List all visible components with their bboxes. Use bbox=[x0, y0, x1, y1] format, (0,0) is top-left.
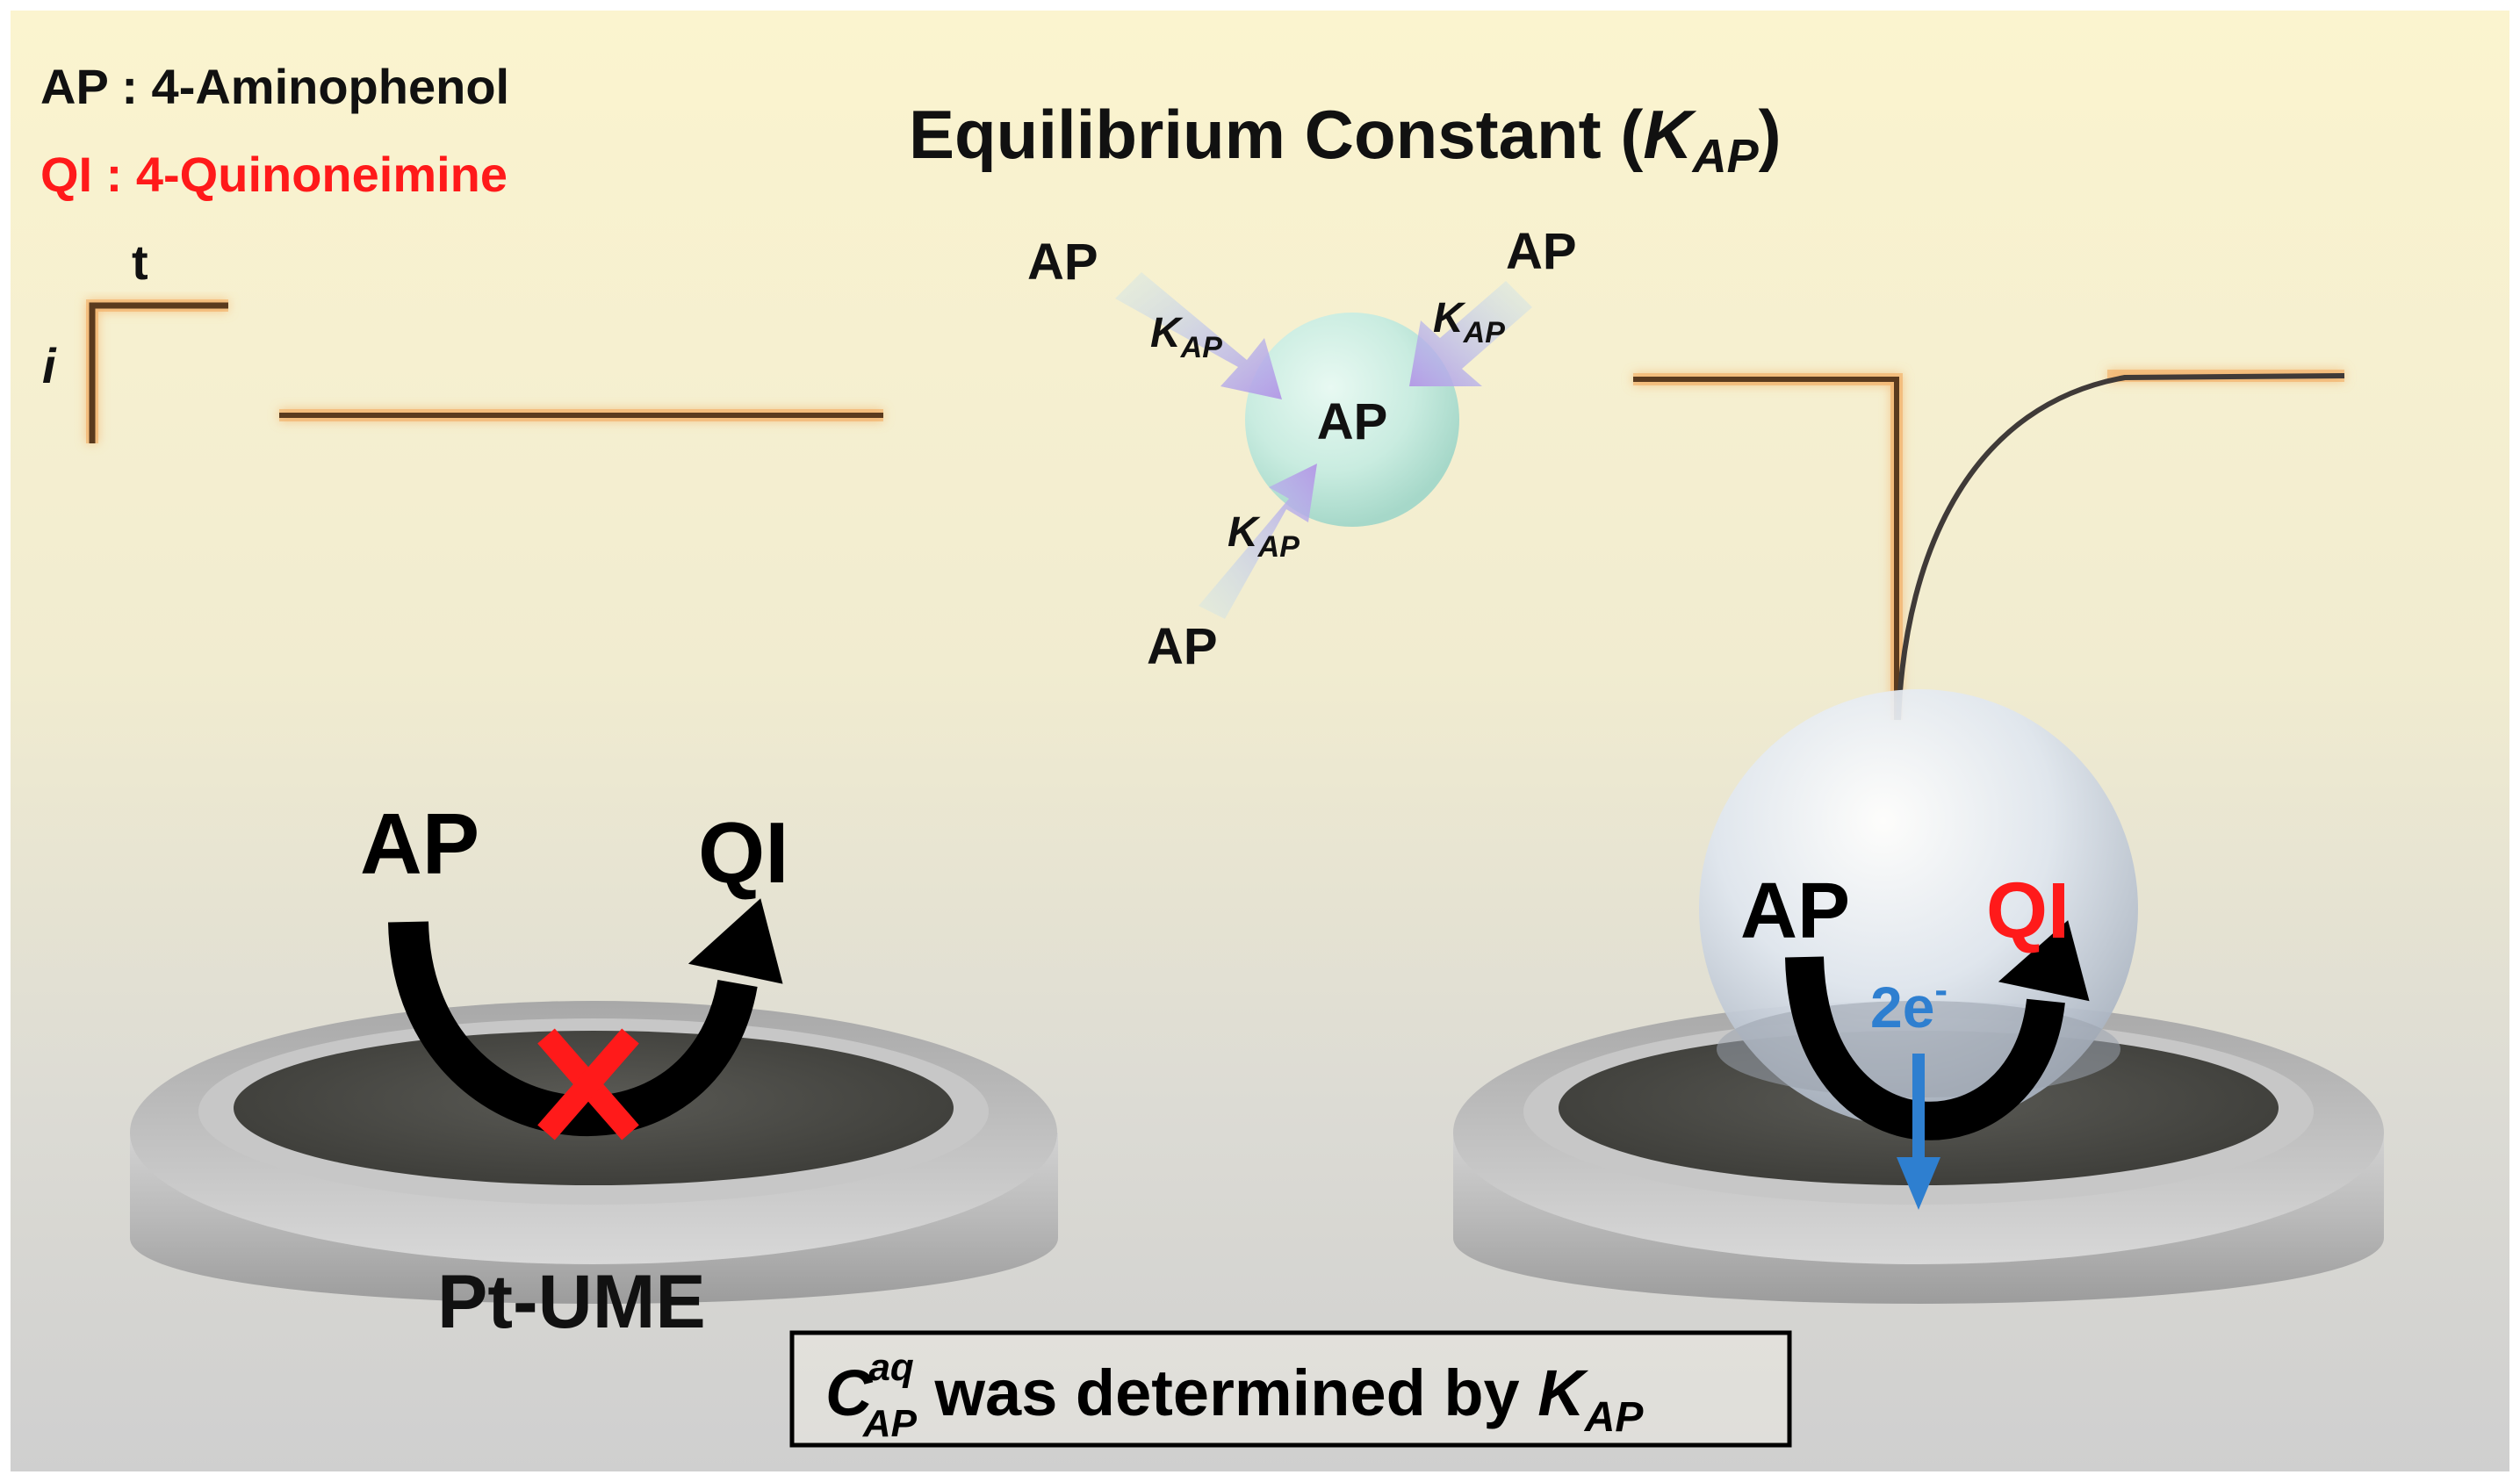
droplet-label: AP bbox=[1317, 393, 1388, 450]
axis-y-label: i bbox=[42, 338, 57, 393]
current-trace-left: t i bbox=[42, 234, 883, 443]
axis-x-label: t bbox=[132, 234, 148, 290]
decay-current-line bbox=[1896, 373, 2345, 721]
inflow-label: AP bbox=[1506, 223, 1577, 280]
step-current-line bbox=[1633, 377, 1899, 720]
k-label: KAP bbox=[1433, 295, 1505, 349]
current-trace-right bbox=[1633, 370, 2345, 721]
left-electrode: AP QI Pt-UME bbox=[130, 795, 1058, 1344]
partition-arrow-icon bbox=[1115, 272, 1282, 399]
product-label: QI bbox=[698, 804, 788, 901]
legend-qi: QI : 4-Quinoneimine bbox=[40, 147, 508, 202]
reactant-label: AP bbox=[360, 795, 479, 892]
legend-ap: AP : 4-Aminophenol bbox=[40, 59, 509, 114]
k-label: KAP bbox=[1150, 310, 1222, 364]
title: Equilibrium Constant (KAP) bbox=[909, 96, 1782, 183]
inflow-label: AP bbox=[1027, 234, 1098, 291]
reactant-label: AP bbox=[1740, 867, 1850, 955]
right-electrode: AP QI 2e- bbox=[1453, 689, 2384, 1304]
partition-arrow-icon bbox=[1199, 464, 1317, 619]
k-label: KAP bbox=[1228, 509, 1300, 564]
electrode-label: Pt-UME bbox=[437, 1260, 706, 1344]
axes-icon bbox=[89, 302, 228, 443]
inflow-label: AP bbox=[1147, 618, 1218, 675]
electron-label: 2e- bbox=[1870, 968, 1948, 1040]
blocked-x-icon bbox=[537, 1028, 639, 1140]
partition-scheme: AP AP AP AP KAP KAP KAP bbox=[1027, 223, 1577, 675]
partition-arrow-icon bbox=[1409, 281, 1532, 386]
product-label: QI bbox=[1986, 867, 2070, 955]
